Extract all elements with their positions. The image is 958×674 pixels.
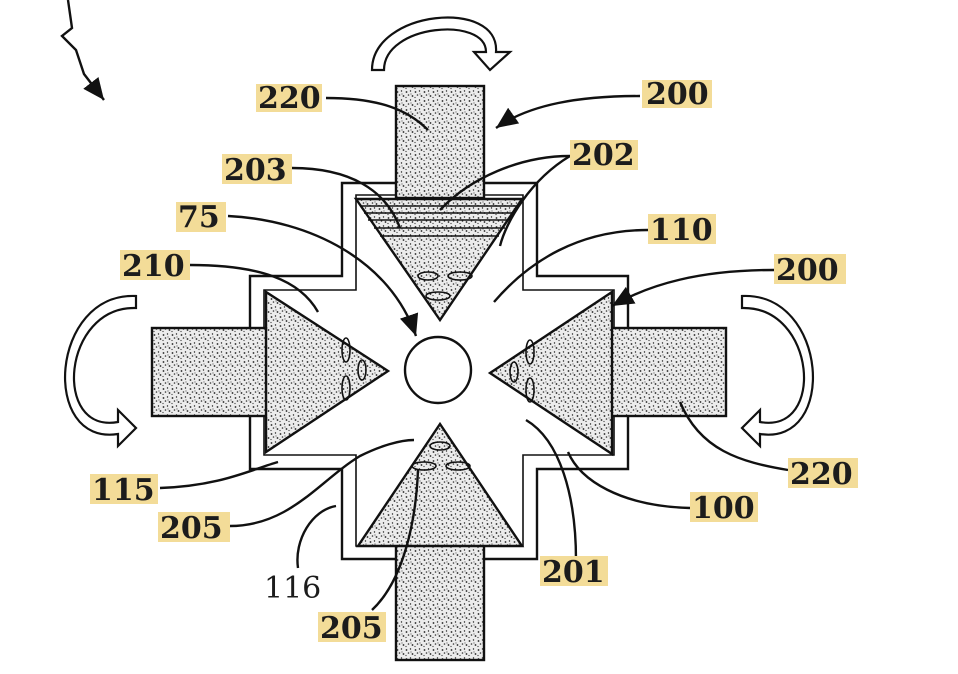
rotation-arrow-left bbox=[63, 294, 138, 449]
label-210: 210 bbox=[122, 249, 185, 284]
label-220-right: 220 bbox=[790, 457, 853, 492]
anvil-top bbox=[353, 197, 525, 323]
label-203: 203 bbox=[224, 153, 287, 188]
view-arrow bbox=[60, 0, 105, 101]
anvil-left bbox=[264, 289, 391, 455]
label-201: 201 bbox=[542, 555, 605, 590]
sample-75 bbox=[403, 335, 473, 405]
label-202: 202 bbox=[572, 138, 635, 173]
anvil-bottom bbox=[355, 421, 525, 548]
label-200-top: 200 bbox=[646, 77, 709, 112]
anvil-tip-marks bbox=[341, 271, 535, 471]
ram-right bbox=[608, 326, 728, 418]
label-220-top: 220 bbox=[258, 81, 321, 116]
ram-left bbox=[150, 326, 272, 418]
ram-bottom bbox=[394, 543, 486, 662]
label-110: 110 bbox=[650, 213, 713, 248]
anvil-right bbox=[487, 289, 614, 457]
label-115: 115 bbox=[92, 473, 155, 508]
label-205-left: 205 bbox=[160, 511, 223, 546]
label-205-bottom: 205 bbox=[320, 611, 383, 646]
rotation-arrow-top bbox=[370, 16, 513, 72]
label-116: 116 bbox=[264, 571, 321, 606]
anvil-top-layers bbox=[360, 205, 518, 237]
label-200-right: 200 bbox=[776, 253, 839, 288]
label-highlights bbox=[90, 80, 858, 642]
rotation-arrow-right bbox=[740, 294, 815, 449]
ram-top bbox=[394, 84, 486, 200]
leader-lines bbox=[159, 94, 789, 611]
label-100: 100 bbox=[692, 491, 755, 526]
label-75: 75 bbox=[178, 200, 220, 235]
